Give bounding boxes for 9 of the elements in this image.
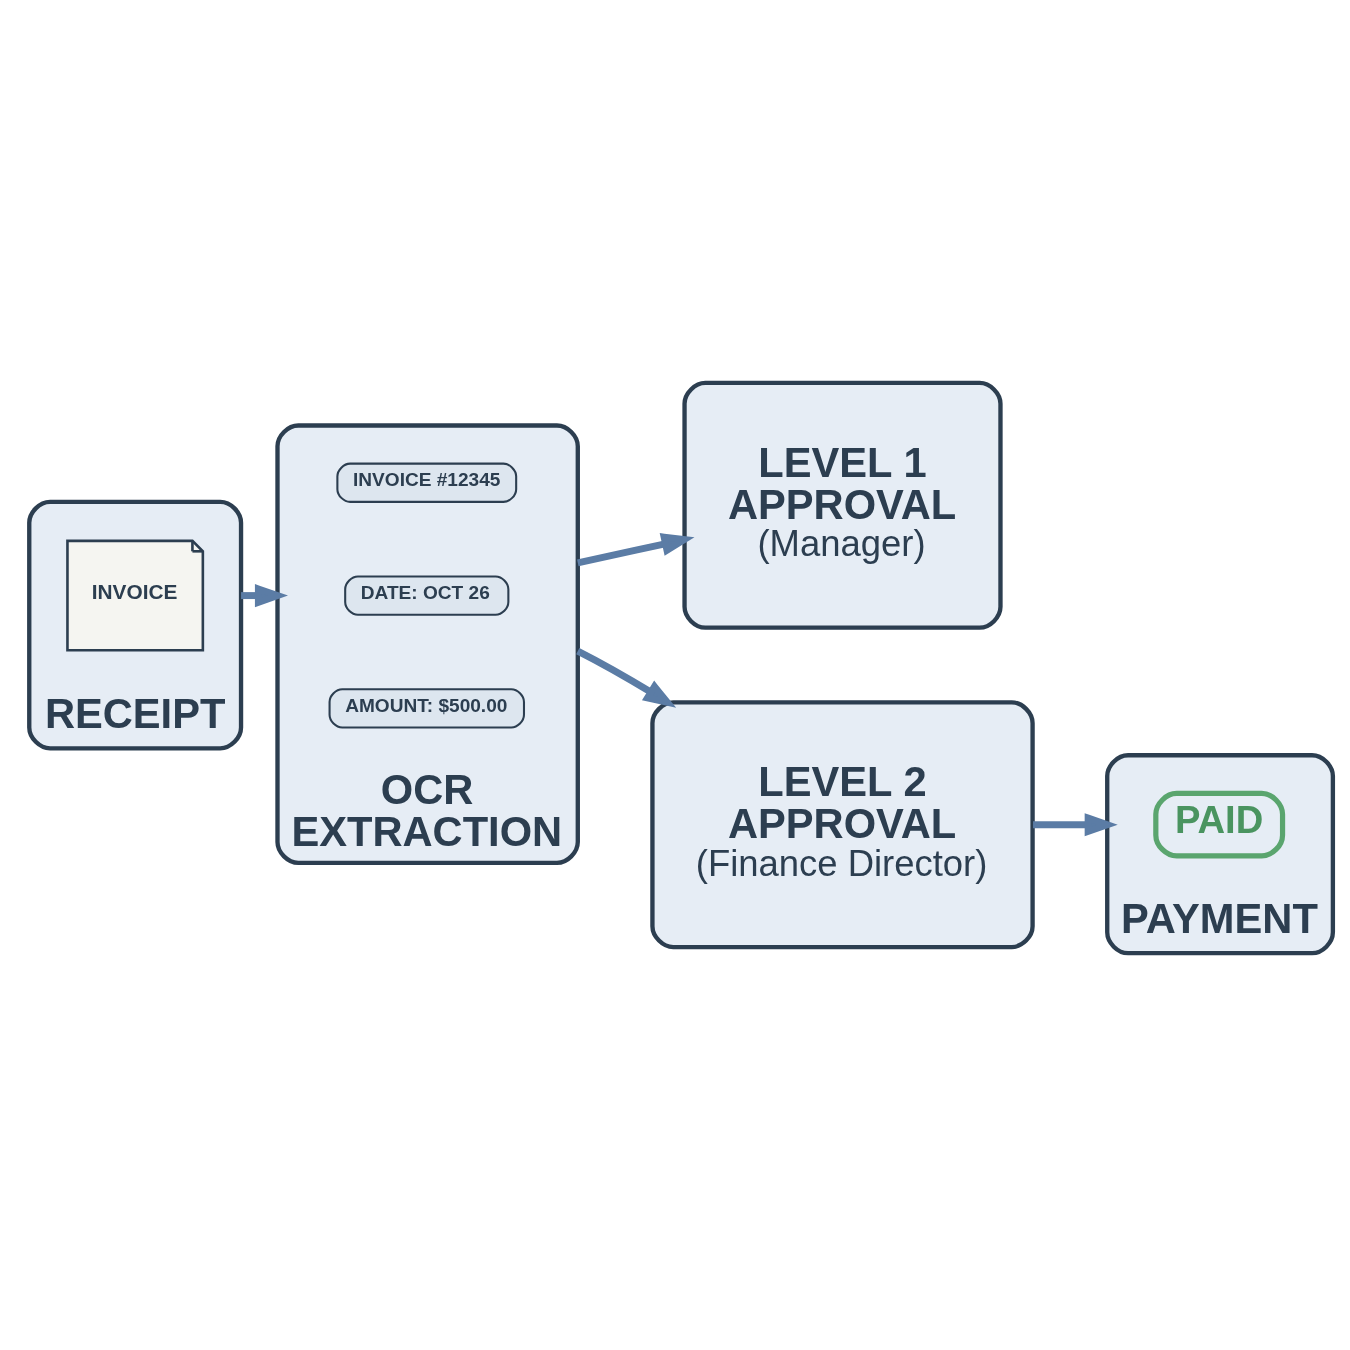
arrow <box>577 533 695 567</box>
node-box: PAID <box>1153 790 1286 859</box>
node-box: LEVEL 1 APPROVAL (Manager) <box>682 380 1003 630</box>
node-box: INVOICE #12345 <box>336 462 518 503</box>
arrow <box>1033 813 1118 837</box>
node-box: LEVEL 2 APPROVAL (Finance Director) <box>650 700 1035 950</box>
arrow <box>576 648 677 708</box>
node-box: AMOUNT: $500.00 <box>328 688 525 729</box>
node-box: DATE: OCT 26 <box>344 575 510 616</box>
